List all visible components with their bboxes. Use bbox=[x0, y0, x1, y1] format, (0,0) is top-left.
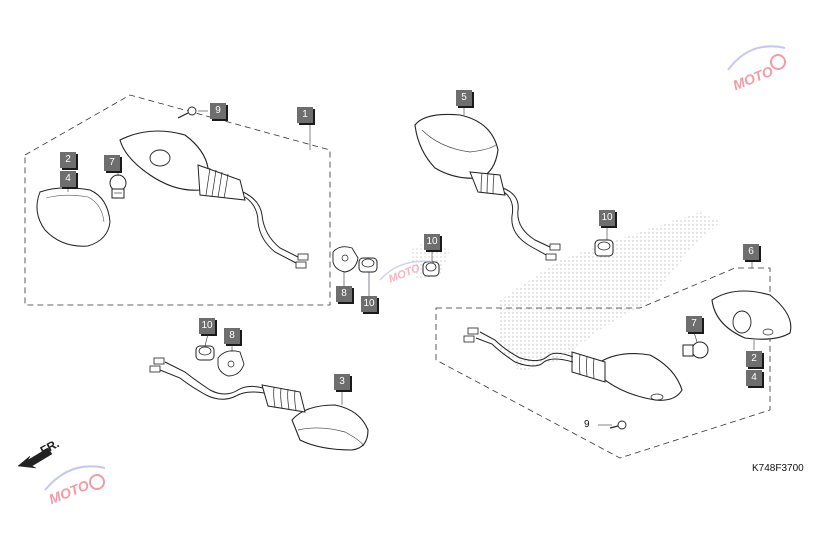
nut-lower bbox=[195, 345, 215, 361]
wire-left-1 bbox=[242, 191, 301, 259]
housing-left-socket bbox=[149, 149, 171, 167]
leaders-upper-right bbox=[463, 107, 608, 240]
callout-9-right: 9 bbox=[584, 419, 590, 430]
connector-ur-2 bbox=[545, 253, 557, 261]
callout-8-middle: 8 bbox=[336, 286, 352, 302]
nut-right bbox=[594, 239, 614, 257]
callout-8-lower: 8 bbox=[224, 328, 240, 344]
bulb-right bbox=[682, 341, 709, 359]
bulb-left bbox=[109, 174, 127, 199]
callout-5: 5 bbox=[456, 90, 472, 106]
connector-lm-1 bbox=[153, 357, 165, 365]
callout-1: 1 bbox=[297, 107, 313, 123]
signal-lower-middle-ribs bbox=[273, 386, 297, 411]
signal-upper-right bbox=[414, 113, 499, 179]
signal-lower-middle-stem bbox=[261, 384, 306, 413]
connector-left-1 bbox=[297, 253, 309, 261]
signal-lower-right-ribs bbox=[579, 353, 595, 379]
housing-left-ribs bbox=[205, 167, 229, 199]
callout-7-right: 7 bbox=[686, 316, 702, 332]
connector-lr-1 bbox=[467, 327, 479, 335]
lens-left bbox=[36, 187, 111, 247]
housing-left-stem bbox=[197, 164, 246, 201]
nut-middle-2 bbox=[422, 261, 440, 277]
wire-lower-right-2 bbox=[475, 337, 574, 367]
callout-2-left: 2 bbox=[60, 152, 76, 168]
connector-lr-2 bbox=[463, 335, 475, 343]
callout-10-center: 10 bbox=[424, 234, 440, 250]
front-arrow-icon bbox=[17, 447, 53, 469]
wire-lower-right-1 bbox=[479, 331, 574, 362]
group-1-boundary bbox=[24, 94, 331, 306]
callout-4-right: 4 bbox=[746, 370, 762, 386]
callout-9-left: 9 bbox=[210, 103, 226, 119]
callout-6: 6 bbox=[743, 244, 759, 260]
screw-left bbox=[177, 106, 197, 119]
callout-3: 3 bbox=[334, 374, 350, 390]
leaders-lower bbox=[204, 333, 343, 405]
signal-lower-right bbox=[599, 353, 683, 401]
signal-lower-middle bbox=[291, 404, 369, 451]
watermark-logo-icon-3 bbox=[44, 465, 106, 491]
callout-10-middle: 10 bbox=[361, 296, 377, 312]
callout-4-left: 4 bbox=[60, 171, 76, 187]
callout-10-upper-right: 10 bbox=[599, 210, 615, 226]
housing-right bbox=[711, 290, 792, 340]
wire-upper-right-1 bbox=[502, 187, 553, 249]
nut-middle-1 bbox=[358, 257, 378, 273]
callout-10-lower: 10 bbox=[199, 318, 215, 334]
leaders-middle bbox=[343, 250, 433, 296]
figure-code: K748F3700 bbox=[752, 463, 804, 474]
callout-2-right: 2 bbox=[746, 351, 762, 367]
signal-lower-middle-lens-line bbox=[297, 427, 365, 447]
lens-left-inner bbox=[45, 194, 105, 223]
dotted-shading bbox=[500, 212, 720, 372]
connector-ur-1 bbox=[549, 243, 561, 251]
wire-lower-middle-1 bbox=[164, 361, 264, 395]
wire-left-2 bbox=[244, 196, 299, 265]
housing-right-socket bbox=[732, 310, 752, 334]
connector-lm-2 bbox=[149, 365, 161, 373]
callout-7-left: 7 bbox=[104, 155, 120, 171]
wire-upper-right-2 bbox=[503, 191, 549, 257]
screw-right bbox=[609, 420, 627, 430]
dotted-shading-small bbox=[410, 240, 450, 280]
signal-lower-right-stem bbox=[571, 351, 606, 383]
signal-upper-right-lens-line bbox=[421, 129, 497, 153]
wire-lower-middle-2 bbox=[159, 369, 265, 400]
connector-left-2 bbox=[295, 261, 307, 269]
watermark-logo-icon-2 bbox=[379, 260, 433, 281]
signal-upper-right-ribs bbox=[480, 172, 495, 195]
watermark-logo-icon bbox=[727, 45, 786, 71]
